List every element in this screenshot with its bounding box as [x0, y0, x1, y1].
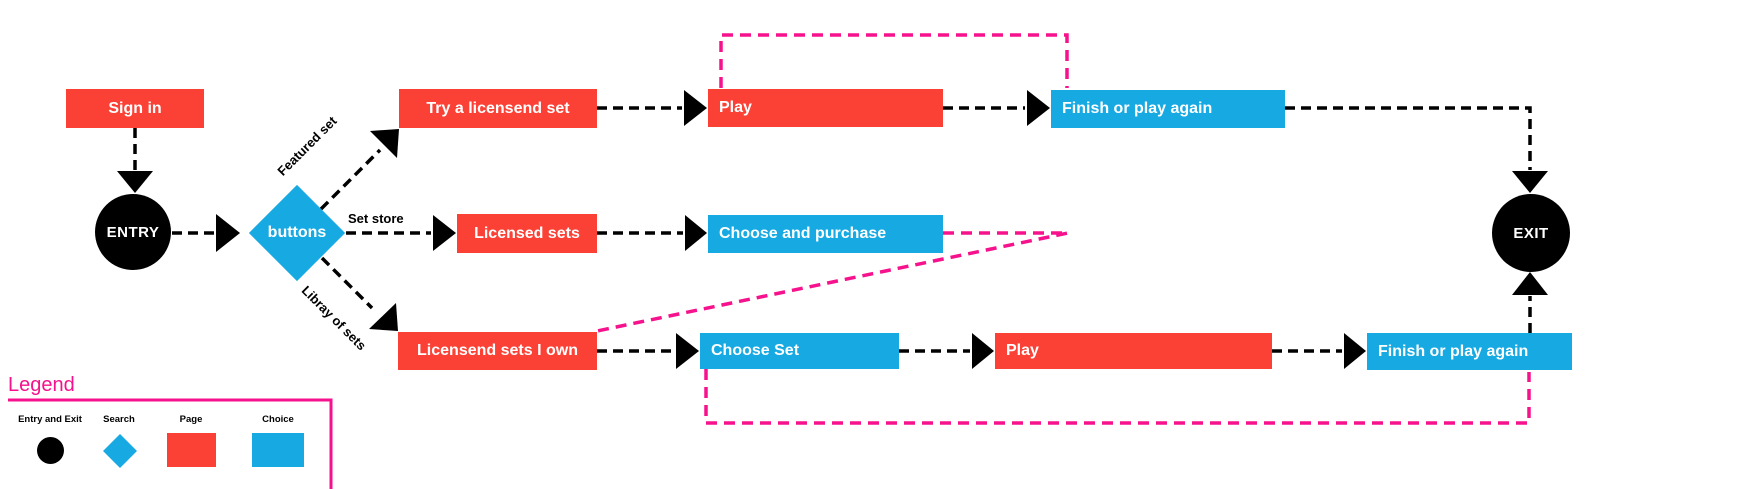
legend-title: Legend: [8, 374, 75, 396]
arrowhead-right-finish2: [1344, 333, 1366, 369]
legend-page-rect-icon: [167, 433, 216, 467]
black-connectors: [117, 90, 1548, 369]
arrowhead-diag-ownsets: [369, 303, 398, 331]
legend-label-entry-and-exit: Entry and Exit: [18, 414, 82, 425]
node-play-1: Play: [708, 89, 943, 127]
legend-choice-rect-icon: [252, 433, 304, 467]
connector-buttons-to-ownsets: [320, 256, 374, 310]
node-play-2: Play: [995, 333, 1272, 369]
pink-connectors: [596, 33, 1531, 425]
arrowhead-down-exit: [1512, 171, 1548, 193]
arrowhead-up-exit: [1512, 272, 1548, 295]
node-licensend-sets-i-own: Licensend sets I own: [398, 332, 597, 370]
node-finish-or-play-again-1: Finish or play again: [1051, 90, 1285, 128]
node-choose-and-purchase: Choose and purchase: [708, 215, 943, 253]
node-entry: ENTRY: [95, 194, 171, 270]
node-exit: EXIT: [1492, 194, 1570, 272]
node-licensed-sets: Licensed sets: [457, 214, 597, 253]
node-finish-or-play-again-2: Finish or play again: [1367, 333, 1572, 370]
legend-label-choice: Choice: [262, 414, 294, 425]
pink-link-choosepurchase-to-ownsets: [596, 231, 1069, 333]
edge-label-set-store: Set store: [348, 211, 404, 226]
arrowhead-right-chooseset: [676, 333, 699, 369]
node-try-licensend-set: Try a licensend set: [399, 89, 597, 128]
pink-loop-play1-to-finish1: [719, 33, 1069, 88]
legend-border: [8, 398, 333, 489]
arrowhead-right-licensedsets: [433, 215, 456, 251]
connector-buttons-to-tryset: [319, 148, 382, 211]
legend-entry-exit-circle-icon: [37, 437, 64, 464]
arrowhead-right-play2: [972, 333, 994, 369]
arrowhead-right-play1: [684, 90, 707, 126]
node-choose-set: Choose Set: [700, 333, 899, 369]
node-sign-in: Sign in: [66, 89, 204, 128]
arrowhead-right-choosepurchase: [685, 215, 707, 251]
legend-label-search: Search: [103, 414, 135, 425]
connector-finish1-to-exit: [1285, 106, 1532, 170]
arrowhead-right-buttons: [216, 214, 240, 252]
node-buttons-label: buttons: [267, 224, 327, 241]
legend-label-page: Page: [179, 414, 203, 425]
arrowhead-down-entry: [117, 171, 153, 193]
arrowhead-right-finish1: [1027, 90, 1050, 126]
arrowhead-diag-tryset: [370, 129, 399, 158]
pink-loop-chooseset-to-finish2: [704, 369, 1531, 425]
